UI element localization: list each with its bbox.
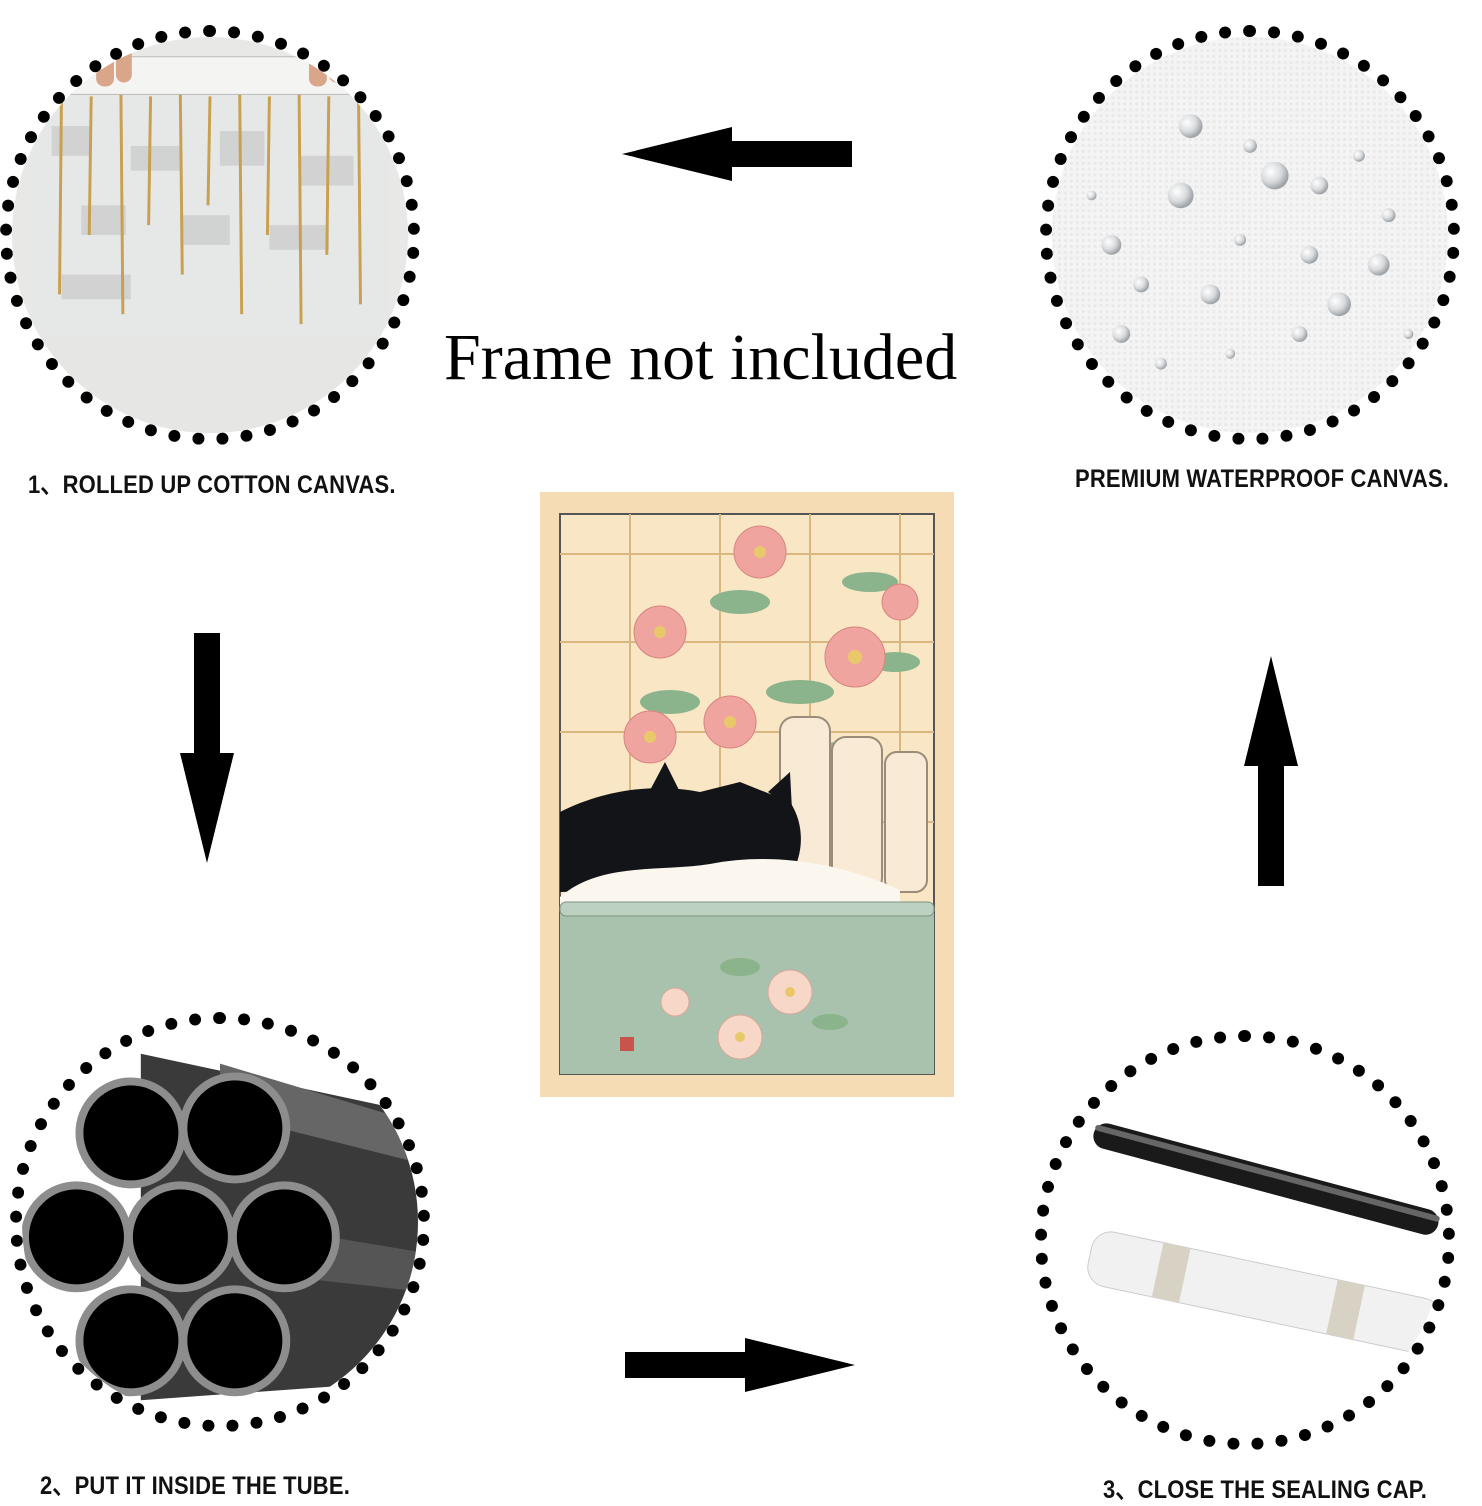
poster-illustration — [540, 492, 954, 1097]
waterproof-canvas-image — [1040, 25, 1460, 445]
tubes-image — [10, 1012, 430, 1432]
step-1-caption: 1、ROLLED UP COTTON CANVAS. — [28, 471, 396, 499]
step-3-caption: 3、CLOSE THE SEALING CAP. — [1103, 1476, 1428, 1504]
waterproof-caption: PREMIUM WATERPROOF CANVAS. — [1075, 465, 1450, 493]
arrow-right-icon — [625, 1338, 857, 1392]
frame-not-included-heading: Frame not included — [444, 321, 958, 394]
arrow-left-icon — [622, 127, 854, 181]
tube-and-roll-illustration — [1047, 1042, 1443, 1438]
sealing-cap-image — [1035, 1030, 1455, 1450]
arrow-up-icon — [1244, 656, 1298, 888]
rolled-canvas-image — [0, 25, 420, 445]
tubes-illustration — [22, 1024, 418, 1420]
cat-bath-poster — [540, 492, 954, 1097]
step-2-caption: 2、PUT IT INSIDE THE TUBE. — [40, 1472, 350, 1500]
water-drops-illustration — [1052, 37, 1448, 433]
arrow-down-icon — [180, 633, 234, 863]
rolled-canvas-illustration — [12, 37, 408, 433]
